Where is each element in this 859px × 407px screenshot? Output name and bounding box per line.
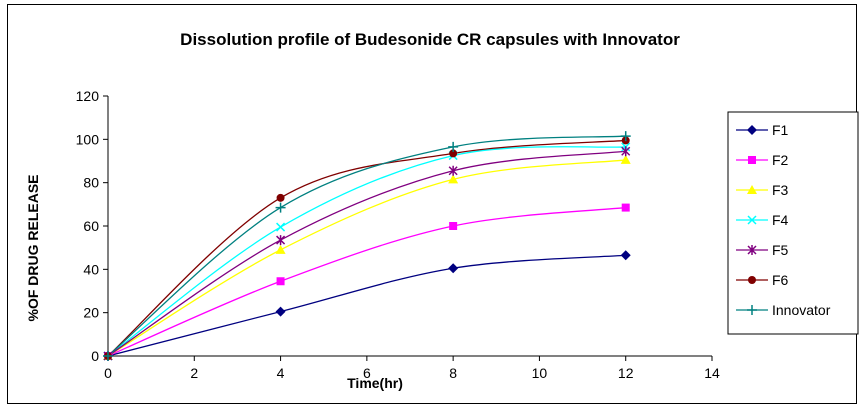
series-line-f2 bbox=[107, 206, 626, 357]
y-tick-label: 40 bbox=[83, 261, 99, 277]
data-point-f6 bbox=[449, 149, 458, 158]
data-point-f2 bbox=[449, 222, 458, 230]
data-point-f2 bbox=[276, 277, 285, 286]
legend-label-f1: F1 bbox=[772, 122, 789, 138]
legend-label-f4: F4 bbox=[772, 212, 789, 228]
legend-marker-f1 bbox=[747, 125, 757, 135]
y-tick-label: 60 bbox=[83, 218, 99, 234]
series-line-f4 bbox=[107, 146, 626, 357]
data-point-innovator bbox=[620, 131, 631, 142]
legend-label-f5: F5 bbox=[772, 242, 789, 258]
legend-label-f3: F3 bbox=[772, 182, 789, 198]
data-point-f6 bbox=[276, 193, 285, 202]
legend-label-innovator: Innovator bbox=[772, 302, 831, 318]
x-tick-label: 6 bbox=[363, 365, 371, 381]
data-point-f3 bbox=[620, 154, 631, 164]
data-point-f5 bbox=[621, 146, 631, 157]
data-point-f5 bbox=[448, 165, 458, 176]
y-tick-label: 100 bbox=[76, 131, 100, 147]
x-tick-label: 14 bbox=[704, 365, 720, 381]
series-line-f5 bbox=[107, 150, 626, 357]
legend-box bbox=[727, 111, 859, 335]
data-point-f3 bbox=[275, 244, 286, 254]
y-axis-label: %OF DRUG RELEASE bbox=[25, 174, 41, 321]
legend-marker-f3 bbox=[747, 185, 757, 194]
x-tick-label: 4 bbox=[277, 365, 285, 381]
y-tick-label: 120 bbox=[76, 88, 100, 104]
data-point-f3 bbox=[448, 174, 459, 184]
data-point-f1 bbox=[275, 306, 286, 317]
series-line-f6 bbox=[107, 139, 626, 357]
legend-marker-f6 bbox=[748, 276, 756, 284]
data-point-f5 bbox=[276, 235, 286, 246]
x-tick-label: 2 bbox=[190, 365, 198, 381]
series-line-innovator bbox=[107, 135, 626, 357]
chart-title: Dissolution profile of Budesonide CR cap… bbox=[180, 30, 680, 49]
x-axis-label: Time(hr) bbox=[347, 375, 403, 391]
x-tick-label: 8 bbox=[449, 365, 457, 381]
y-tick-label: 80 bbox=[83, 175, 99, 191]
y-tick-label: 20 bbox=[83, 305, 99, 321]
data-point-innovator bbox=[103, 351, 113, 361]
data-point-f1 bbox=[448, 263, 459, 274]
data-point-innovator bbox=[448, 141, 459, 152]
legend-label-f2: F2 bbox=[772, 152, 789, 168]
series-line-f3 bbox=[107, 159, 626, 357]
data-point-f1 bbox=[620, 250, 631, 261]
x-tick-label: 12 bbox=[618, 365, 634, 381]
legend-marker-f5 bbox=[747, 245, 757, 255]
y-tick-label: 0 bbox=[91, 348, 99, 364]
data-point-f4 bbox=[276, 222, 286, 232]
legend-marker-f4 bbox=[747, 215, 757, 225]
data-point-f2 bbox=[621, 203, 630, 212]
x-tick-label: 10 bbox=[532, 365, 548, 381]
series-line-f1 bbox=[107, 254, 626, 357]
x-tick-label: 0 bbox=[104, 365, 112, 381]
data-point-innovator bbox=[275, 202, 286, 213]
legend-marker-f2 bbox=[748, 156, 756, 164]
legend-marker-innovator bbox=[747, 305, 757, 315]
legend-label-f6: F6 bbox=[772, 272, 789, 288]
